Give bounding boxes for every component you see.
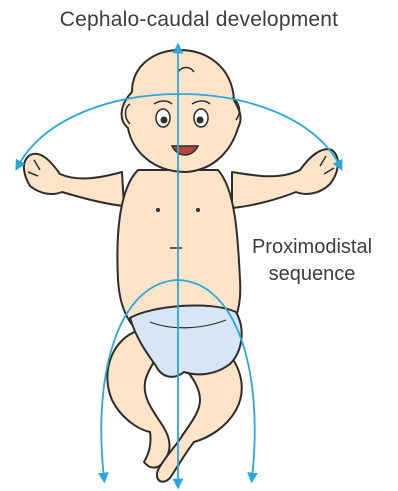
left-arm: [24, 154, 124, 206]
right-arm: [232, 149, 338, 208]
baby-head: [122, 50, 241, 172]
